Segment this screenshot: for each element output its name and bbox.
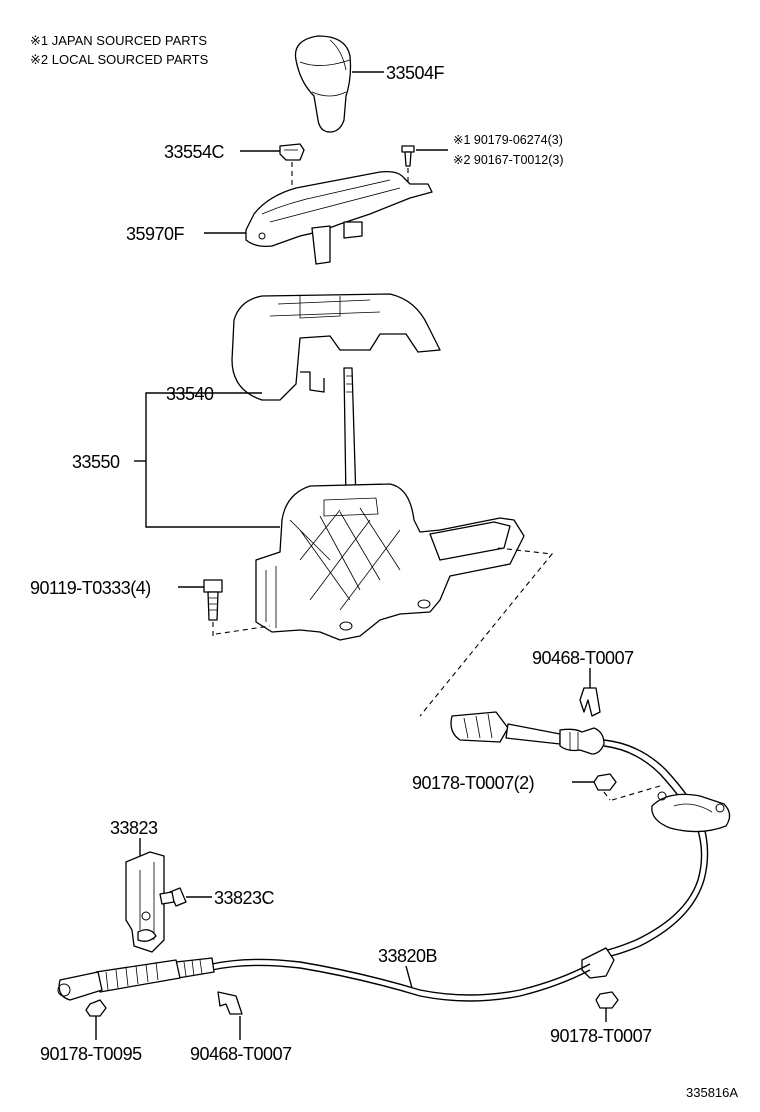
bolt-part — [178, 579, 223, 640]
label-bracket-bolt: 33823C — [214, 888, 275, 908]
label-housing-cover: 33540 — [166, 384, 214, 404]
label-indicator-plate: 35970F — [126, 224, 185, 244]
label-cable-clip-bottom: 90468-T0007 — [190, 1044, 292, 1064]
label-nut-end: 90178-T0095 — [40, 1044, 142, 1064]
diagram-code: 335816A — [686, 1085, 738, 1100]
label-screw-japan: ※1 90179-06274(3) — [453, 133, 563, 147]
label-cable-clip-top: 90468-T0007 — [532, 648, 634, 668]
cable-bracket-part — [125, 838, 165, 953]
shift-knob-part — [294, 35, 384, 133]
label-shift-cable: 33820B — [378, 946, 438, 966]
label-shift-knob: 33504F — [386, 63, 445, 83]
label-nut-mid: 90178-T0007(2) — [412, 773, 534, 793]
label-bolt: 90119-T0333(4) — [30, 578, 151, 598]
screw-part — [401, 145, 448, 186]
shift-lever-base-part — [255, 367, 525, 641]
note-local-sourced: ※2 LOCAL SOURCED PARTS — [30, 52, 209, 67]
assembly-bracket-line — [134, 392, 280, 528]
label-shift-lever-assembly: 33550 — [72, 452, 120, 472]
nut-end-part — [85, 999, 107, 1040]
indicator-plate-part — [204, 170, 433, 265]
label-clip: 33554C — [164, 142, 225, 162]
housing-cover-part — [231, 293, 441, 401]
cable-clip-bottom-part — [217, 991, 243, 1040]
label-cable-bracket: 33823 — [110, 818, 158, 838]
nut-right-part — [595, 991, 619, 1022]
note-japan-sourced: ※1 JAPAN SOURCED PARTS — [30, 33, 207, 48]
bracket-bolt-part — [159, 887, 212, 907]
shift-cable-part — [57, 711, 731, 1002]
label-nut-right: 90178-T0007 — [550, 1026, 652, 1046]
cable-clip-top-part — [579, 668, 601, 717]
label-screw-local: ※2 90167-T0012(3) — [453, 153, 564, 167]
nut-mid-part — [572, 773, 661, 801]
